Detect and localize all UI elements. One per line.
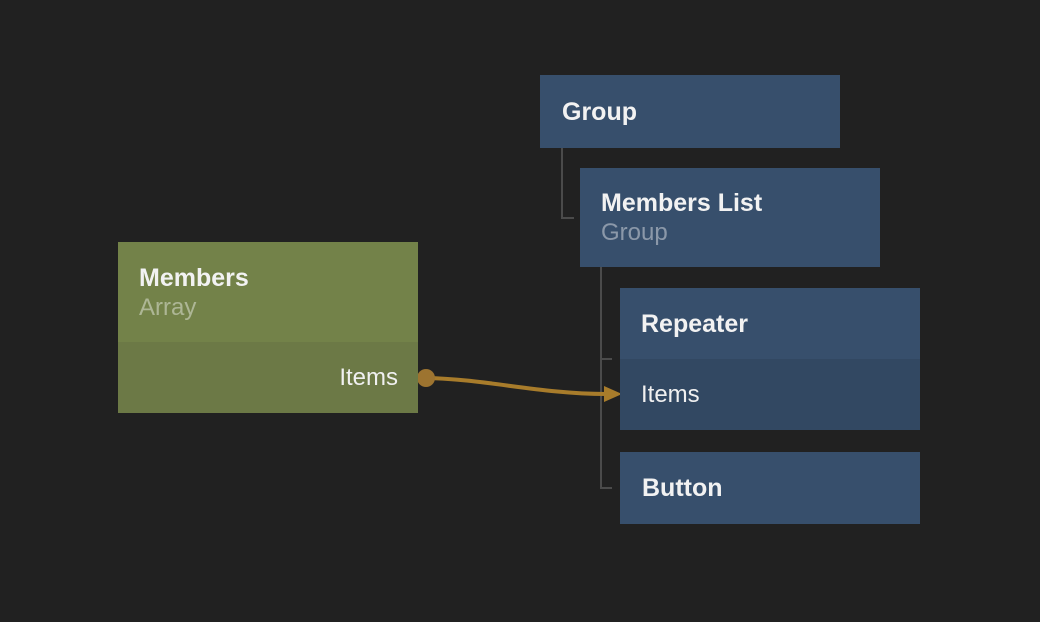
repeater-items-port-label: Items [641, 380, 700, 408]
node-members-subtitle: Array [139, 293, 197, 321]
node-members-list-title: Members List [601, 189, 763, 217]
members-items-port-label: Items [339, 363, 398, 391]
node-members-list-subtitle: Group [601, 219, 668, 246]
node-repeater-title: Repeater [641, 309, 748, 338]
members-items-output-port-dot[interactable] [417, 369, 435, 387]
hierarchy-connector-members-list-children [600, 267, 612, 489]
node-button-title: Button [642, 474, 723, 502]
node-group[interactable]: Group [540, 75, 840, 148]
node-button[interactable]: Button [620, 452, 920, 524]
node-group-title: Group [562, 97, 637, 126]
node-members[interactable]: Members Array Items [118, 242, 418, 413]
node-members-header[interactable]: Members Array [118, 242, 418, 342]
members-items-output-port[interactable]: Items [118, 342, 418, 413]
node-members-title: Members [139, 263, 249, 292]
node-members-list[interactable]: Members List Group [580, 168, 880, 267]
hierarchy-connector-group-to-members-list [561, 148, 574, 219]
connection-wire[interactable] [425, 376, 607, 396]
node-repeater[interactable]: Repeater Items [620, 288, 920, 430]
node-repeater-header[interactable]: Repeater [620, 288, 920, 359]
repeater-items-input-port[interactable]: Items [620, 359, 920, 430]
